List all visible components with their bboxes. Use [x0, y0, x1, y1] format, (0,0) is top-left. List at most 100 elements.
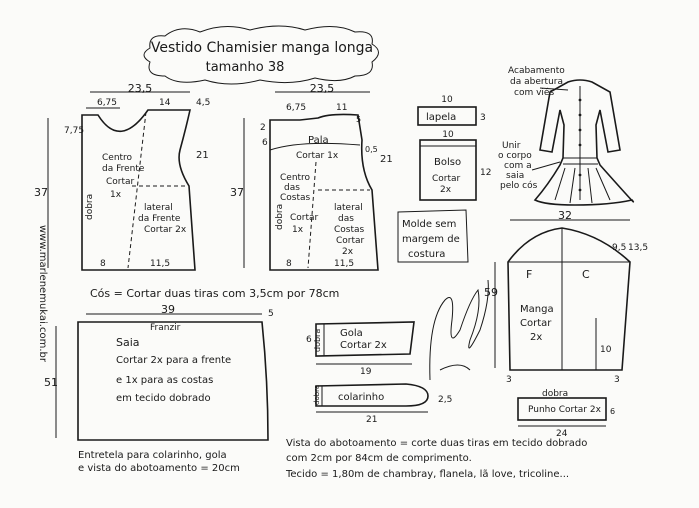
title-line1: Vestido Chamisier manga longa — [151, 40, 373, 56]
back-yoke-side: 0,5 — [365, 145, 378, 154]
back-height: 37 — [230, 186, 244, 199]
back-yoke-extra: 5 — [356, 115, 361, 124]
back-center-3: Costas — [280, 193, 311, 203]
placket-line-2: com 2cm por 84cm de comprimento. — [286, 453, 472, 464]
stand-label: colarinho — [338, 392, 384, 403]
back-neck-width: 6,75 — [286, 103, 306, 113]
placket-line-3: Tecido = 1,80m de chambray, flanela, lã … — [285, 469, 569, 480]
pocket-piece: 10 12 Bolso Cortar 2x — [419, 130, 491, 201]
interfacing-line-2: e vista do abotoamento = 20cm — [78, 463, 240, 474]
front-height: 37 — [34, 186, 48, 199]
no-seam-note: Molde sem margem de costura — [397, 209, 469, 263]
note-opening-2: da abertura — [510, 77, 563, 87]
stand-piece: dobra colarinho 2,5 21 — [313, 383, 452, 425]
no-seam-1: Molde sem — [402, 219, 456, 230]
signature — [429, 279, 489, 381]
website-text: www.marlenemukai.com.br — [37, 225, 48, 363]
note-join-4: saia — [506, 171, 524, 181]
stand-height: 2,5 — [438, 395, 452, 405]
placket-line-1: Vista do abotoamento = corte duas tiras … — [286, 438, 587, 449]
note-join-1: Unir — [502, 141, 521, 151]
front-side-3: Cortar 2x — [144, 225, 187, 235]
sleeve-height: 59 — [484, 286, 498, 299]
back-bottom-left: 8 — [286, 259, 292, 269]
pocket-label-1: Bolso — [434, 157, 461, 168]
pocket-label-3: 2x — [440, 185, 452, 195]
sleeve-front-mark: F — [526, 268, 532, 281]
lapel-width: 10 — [441, 95, 453, 105]
back-center-1: Centro — [280, 173, 311, 183]
front-shoulder-b: 4,5 — [196, 98, 210, 108]
sleeve-cap-right: 9,5 — [612, 243, 626, 253]
cuff-fold: dobra — [542, 389, 568, 399]
front-fold: dobra — [85, 194, 95, 220]
cuff-label: Punho Cortar 2x — [528, 405, 602, 415]
back-side-1: lateral — [334, 203, 363, 213]
sleeve-bottom-right: 3 — [614, 375, 620, 385]
sleeve-back-mark: C — [582, 268, 590, 281]
skirt-label-4: em tecido dobrado — [116, 393, 211, 404]
note-opening-1: Acabamento — [508, 66, 565, 76]
sleeve-width: 32 — [558, 209, 572, 222]
sleeve-label-2: Cortar — [520, 318, 552, 329]
skirt-label-1: Saia — [116, 336, 140, 349]
back-fold: dobra — [275, 204, 285, 230]
front-side-1: lateral — [144, 203, 173, 213]
sleeve-slit: 10 — [600, 345, 612, 355]
back-side-3: Costas — [334, 225, 365, 235]
stand-fold: dobra — [313, 385, 321, 405]
front-neck-depth: 7,75 — [64, 126, 84, 136]
collar-label-1: Gola — [340, 328, 363, 339]
front-top-width: 23,5 — [128, 82, 153, 95]
pocket-height: 12 — [480, 168, 491, 178]
collar-fold: dobra — [313, 329, 322, 352]
skirt-height: 51 — [44, 376, 58, 389]
pocket-width: 10 — [442, 130, 454, 140]
front-neck-width: 6,75 — [97, 98, 117, 108]
front-side-drop: 21 — [196, 150, 209, 161]
collar-label-2: Cortar 2x — [340, 340, 387, 351]
collar-height: 6 — [306, 335, 312, 345]
back-yoke-cut: Cortar 1x — [296, 151, 339, 161]
note-join-5: pelo cós — [500, 180, 538, 191]
back-top-width: 23,5 — [310, 82, 335, 95]
interfacing-line-1: Entretela para colarinho, gola — [78, 450, 227, 461]
sleeve-piece: 32 9,5 13,5 59 F C Manga Cortar 2x 10 3 … — [484, 209, 648, 385]
skirt-gather: Franzir — [150, 323, 181, 333]
collar-width: 19 — [360, 367, 372, 377]
front-label-4: 1x — [110, 190, 122, 200]
lapel-height: 3 — [480, 113, 486, 123]
sleeve-bottom-left: 3 — [506, 375, 512, 385]
back-center-cut-qty: 1x — [292, 225, 304, 235]
back-bottom-right: 11,5 — [334, 259, 354, 269]
lapel-piece: 10 3 lapela — [417, 95, 486, 126]
back-side-4: Cortar — [336, 236, 365, 246]
front-label-1: Centro — [102, 153, 133, 163]
skirt-label-2: Cortar 2x para a frente — [116, 355, 231, 366]
back-piece: 23,5 6,75 11 2 6 0,5 5 21 37 Pala Cortar… — [230, 82, 393, 271]
waistband-text: Cós = Cortar duas tiras com 3,5cm por 78… — [90, 287, 339, 300]
pocket-label-2: Cortar — [432, 174, 461, 184]
back-neck-depth: 2 — [260, 123, 266, 133]
front-bottom-left: 8 — [100, 259, 106, 269]
sleeve-label-3: 2x — [530, 332, 542, 343]
back-yoke-height: 6 — [262, 138, 268, 148]
cuff-piece: dobra Punho Cortar 2x 6 24 — [517, 389, 615, 439]
skirt-label-3: e 1x para as costas — [116, 375, 213, 386]
title-line2: tamanho 38 — [206, 60, 285, 75]
back-side-drop: 21 — [380, 154, 393, 165]
back-side-2: das — [338, 214, 354, 224]
skirt-width: 39 — [161, 303, 175, 316]
cuff-width: 24 — [556, 429, 568, 439]
skirt-side-drop: 5 — [268, 309, 274, 319]
back-side-5: 2x — [342, 247, 354, 257]
dress-illustration — [533, 79, 634, 206]
front-side-2: da Frente — [138, 214, 181, 224]
collar-piece: dobra 6 Gola Cortar 2x 19 — [306, 321, 415, 377]
no-seam-2: margem de — [402, 234, 460, 245]
note-join-2: o corpo — [498, 151, 532, 161]
skirt-piece: 39 5 Franzir 51 Saia Cortar 2x para a fr… — [44, 303, 274, 441]
note-opening-3: com viés — [514, 87, 554, 98]
sleeve-cap-side: 13,5 — [628, 243, 648, 253]
